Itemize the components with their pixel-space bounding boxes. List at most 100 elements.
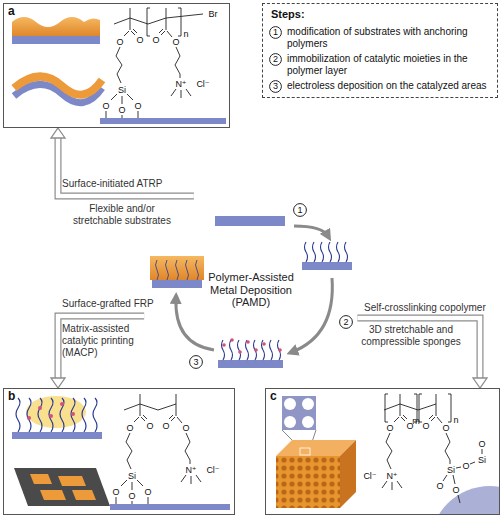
anchored-brushes [337, 242, 340, 262]
atom-label: O [136, 36, 143, 45]
anchored-brushes [313, 242, 316, 262]
sponge-inset [282, 396, 316, 430]
catalyst-glow [26, 396, 86, 428]
chemical-structure [116, 47, 122, 83]
atom-label: O [116, 38, 123, 47]
atom-label: O [172, 38, 179, 47]
polymer-brushes [60, 398, 64, 432]
chemical-structure [124, 18, 137, 36]
polymer-brushes [93, 398, 97, 432]
chemical-structure [116, 480, 148, 504]
cycle-arrow [176, 226, 332, 352]
step-number-text: 2 [339, 315, 353, 329]
catalyzed-brushes [254, 348, 258, 352]
chemical-structure [116, 394, 201, 504]
chemical-structure [443, 449, 482, 503]
atom-label: O [146, 422, 153, 431]
polymer-brushes [71, 398, 75, 432]
atom-label: Si [478, 456, 486, 465]
anchored-brushes [329, 242, 332, 262]
substrate [12, 432, 102, 439]
sponge [276, 456, 340, 508]
catalyzed-brushes [218, 360, 283, 368]
catalyzed-brushes [238, 350, 242, 354]
number-circle [270, 53, 282, 65]
chemical-structure [106, 8, 203, 118]
sponge [300, 448, 310, 455]
coated-substrate [12, 36, 100, 44]
catalyzed-brushes [222, 340, 225, 360]
atom-label: Si [447, 466, 455, 475]
catalyzed-brushes [218, 338, 283, 368]
center-title: Polymer-Assisted Metal Deposition (PAMD) [203, 271, 299, 309]
atom-label: Cl⁻ [206, 466, 219, 475]
chemical-structure [159, 18, 172, 37]
catalyst-dots [60, 402, 64, 406]
atom-label: O [422, 422, 429, 431]
atom-label: O [126, 424, 133, 433]
metal-coated-brushes [196, 260, 199, 280]
panel-letter: b [8, 390, 15, 404]
coated-substrate [12, 17, 100, 44]
chemical-structure [384, 394, 450, 469]
polymer-brushes [82, 398, 86, 432]
step-number: 3 [189, 355, 203, 369]
steps-heading: Steps: [271, 8, 305, 21]
atom-label: Cl⁻ [363, 472, 376, 481]
atom-label: N⁺ [175, 80, 186, 89]
printed-substrate [14, 468, 110, 506]
catalyst-dots [27, 402, 75, 420]
sponge-inset [284, 398, 296, 410]
cycle-arrow [292, 278, 332, 352]
step-text: electroless deposition on the catalyzed … [287, 80, 493, 92]
atom-label: O [118, 106, 125, 115]
step-text: immobilization of catalytic moieties in … [287, 53, 493, 76]
catalyzed-brushes [270, 340, 273, 360]
catalyst-dots [49, 414, 53, 418]
flexible-substrate [14, 76, 102, 94]
substrate [110, 504, 230, 510]
catalyzed-brushes [230, 338, 234, 342]
atom-label: O [436, 482, 443, 491]
printed-substrate [30, 474, 52, 484]
atom-label: n [183, 30, 188, 39]
atom-label: O [144, 488, 151, 497]
step-number-text: 3 [269, 80, 282, 93]
figure-panel: a [3, 3, 230, 128]
anchored-brushes [345, 242, 348, 262]
metal-coated-brushes [186, 260, 189, 280]
atom-label: N⁺ [386, 472, 397, 481]
panel-letter: c [270, 390, 277, 404]
anchored-brushes [321, 242, 324, 262]
polymer-brushes [49, 398, 53, 432]
atom-label: O [182, 424, 189, 433]
metal-coated-brushes [156, 260, 199, 280]
catalyzed-brushes [222, 338, 282, 354]
chemical-structure [147, 8, 203, 36]
number-circle [270, 80, 282, 92]
arrow-body [58, 138, 194, 196]
number-circle [294, 204, 307, 217]
polymer-brushes [16, 398, 20, 432]
metal-coated-brushes [150, 256, 204, 288]
number-circle [270, 26, 282, 38]
route-label: Self-crosslinking copolymer [364, 302, 498, 314]
metal-coated-brushes [166, 260, 169, 280]
polymer-brushes [38, 398, 42, 432]
atom-label: Cl⁻ [196, 80, 209, 89]
step-number: 1 [269, 26, 282, 39]
process-circle: 123Polymer-Assisted Metal Deposition (PA… [141, 180, 361, 400]
step-number-text: 3 [189, 355, 203, 369]
chemical-structure [175, 47, 180, 78]
step-text: modification of substrates with anchorin… [287, 26, 493, 49]
arrow-head [51, 378, 65, 388]
atom-label: O [386, 424, 393, 433]
step-number: 3 [269, 80, 282, 93]
sponge [276, 440, 356, 508]
polymer-brushes [16, 398, 97, 432]
metal-coated-brushes [150, 256, 204, 280]
number-circle [340, 316, 353, 329]
anchored-brushes [305, 242, 308, 262]
printed-substrate [72, 490, 96, 500]
anchored-brushes [302, 262, 352, 270]
